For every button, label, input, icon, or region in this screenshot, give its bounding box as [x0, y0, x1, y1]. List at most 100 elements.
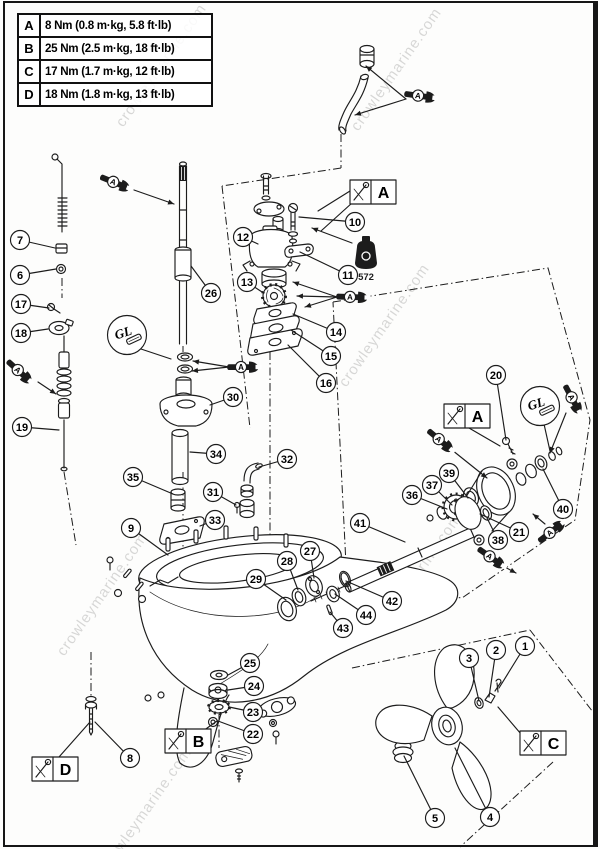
callout-33: 33: [199, 509, 226, 531]
callout-number: 21: [513, 527, 525, 539]
callout-19: 19: [11, 416, 60, 438]
callout-circle: [485, 639, 507, 661]
wrench-letter: A: [414, 91, 421, 101]
callout-number: 11: [342, 270, 354, 282]
callout-number: 1: [522, 641, 528, 653]
callout-8: 8: [94, 721, 141, 769]
callout-circle: [202, 481, 224, 503]
wrench-letter: A: [238, 363, 244, 372]
callout-circle: [120, 517, 142, 539]
grease-label: GL: [113, 323, 134, 343]
callout-number: 19: [16, 422, 28, 434]
wrench-letter: A: [545, 528, 555, 539]
wrench-letter: A: [12, 365, 22, 376]
callout-circle: [337, 264, 359, 286]
wrench-letter-mark: A: [549, 384, 584, 454]
torque-flag-C: C: [497, 706, 567, 756]
clutch-parts: [277, 570, 352, 622]
callout-20: 20: [485, 364, 507, 441]
callout-circle: [344, 211, 366, 233]
oil-seal-housing: [159, 394, 213, 427]
callout-12: 12: [232, 226, 259, 248]
wrench-icon: A: [336, 290, 371, 304]
torque-flag-A: A: [317, 179, 397, 232]
torque-flag-A: A: [443, 403, 501, 447]
callout-circle: [299, 540, 321, 562]
callout-circle: [487, 529, 509, 551]
callout-circle: [332, 617, 354, 639]
callout-39: 39: [438, 462, 469, 499]
callout-6: 6: [9, 264, 57, 286]
callout-number: 36: [406, 490, 418, 502]
wrench-icon: [353, 181, 370, 201]
wrench-letter-mark: A: [100, 174, 175, 205]
callout-circle: [245, 568, 267, 590]
callout-number: 2: [493, 645, 499, 657]
callout-number: 40: [557, 504, 569, 516]
callout-number: 13: [241, 277, 253, 289]
callout-36: 36: [401, 484, 448, 510]
callout-34: 34: [189, 443, 227, 465]
callout-circle: [325, 321, 347, 343]
torque-value: 17 Nm (1.7 m·kg, 12 ft·lb): [45, 65, 175, 78]
wrench-icon: A: [100, 174, 134, 192]
wrench-icon: A: [427, 428, 456, 454]
water-pickup-pipe: [338, 44, 375, 135]
callout-number: 22: [247, 729, 259, 741]
callout-circle: [458, 647, 480, 669]
callout-42: 42: [345, 580, 403, 612]
wrench-letter-mark: A: [191, 359, 262, 374]
wrench-icon: [447, 405, 464, 425]
water-tube: [233, 462, 263, 519]
callout-circle: [242, 701, 264, 723]
wrench-letter-mark: A: [427, 428, 488, 479]
wrench-letter: A: [347, 293, 353, 302]
callout-15: 15: [290, 329, 342, 367]
flag-letter: D: [60, 762, 72, 779]
callout-circle: [232, 226, 254, 248]
callout-circle: [9, 229, 31, 251]
annotation-layer: 1234567891011121314151617181920212223242…: [6, 65, 584, 829]
callout-circle: [320, 345, 342, 367]
callout-number: 18: [15, 328, 27, 340]
callout-number: 4: [487, 812, 494, 824]
callout-37: 37: [421, 474, 453, 506]
gearcase-housing: [106, 525, 459, 768]
callout-16: 16: [287, 344, 337, 394]
wrench-letter-mark: A: [477, 546, 517, 574]
callout-number: 41: [354, 518, 366, 530]
callout-3: 3: [458, 647, 480, 702]
callout-number: 26: [205, 288, 217, 300]
callout-number: 9: [128, 523, 134, 535]
callout-circle: [514, 635, 536, 657]
callout-circle: [236, 271, 258, 293]
callout-circle: [10, 322, 32, 344]
callout-circle: [242, 723, 264, 745]
callout-35: 35: [122, 466, 174, 495]
flag-letter: B: [193, 734, 205, 751]
callout-44: 44: [334, 593, 377, 626]
callout-43: 43: [329, 611, 354, 639]
callout-circle: [552, 498, 574, 520]
construction-lines: [61, 134, 597, 848]
grease-label: GL: [526, 394, 547, 414]
flag-letter: A: [472, 409, 484, 426]
callout-number: 16: [320, 378, 332, 390]
callout-26: 26: [190, 265, 222, 304]
callout-circle: [315, 372, 337, 394]
wrench-letter: A: [484, 551, 494, 562]
callout-circle: [222, 386, 244, 408]
callout-number: 29: [250, 574, 262, 586]
wrench-letter-mark: A: [532, 513, 568, 543]
callout-5: 5: [403, 755, 446, 829]
callout-14: 14: [292, 313, 347, 343]
grease-mark: GL: [106, 314, 172, 360]
callout-29: 29: [245, 568, 287, 601]
torque-key: D: [19, 84, 41, 105]
wrench-icon: [523, 732, 540, 752]
propeller-shaft: [310, 527, 475, 603]
callout-41: 41: [349, 512, 406, 543]
